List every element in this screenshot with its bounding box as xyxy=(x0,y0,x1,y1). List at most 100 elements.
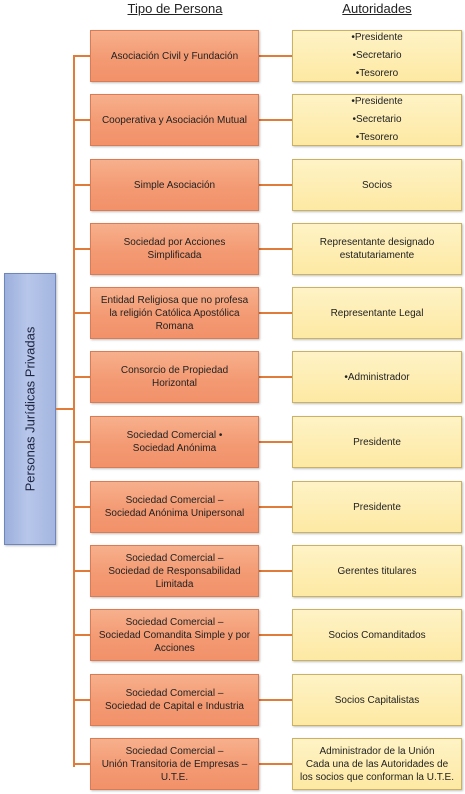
diagram-row: Sociedad Comercial – Sociedad de Capital … xyxy=(0,674,465,726)
autoridad-text: Representante designado xyxy=(319,237,435,248)
autoridad-text: Socios Capitalistas xyxy=(334,694,420,706)
autoridades-box: Socios Capitalistas xyxy=(292,674,462,726)
branch-connector xyxy=(73,119,90,121)
tipo-persona-text: la religión Católica Apostólica xyxy=(109,307,240,319)
branch-connector xyxy=(73,376,90,378)
tipo-persona-box: Asociación Civil y Fundación xyxy=(90,30,259,82)
root-node: Personas Jurídicas Privadas xyxy=(4,273,56,545)
tipo-persona-text: Consorcio de Propiedad xyxy=(120,365,229,376)
row-connector xyxy=(259,634,292,636)
tipo-persona-text: Entidad Religiosa que no profesa xyxy=(100,294,249,306)
tipo-persona-text: Sociedad Anónima xyxy=(132,443,217,454)
tipo-persona-box: Cooperativa y Asociación Mutual xyxy=(90,94,259,146)
autoridad-text: los socios que conforman la U.T.E. xyxy=(300,771,454,783)
tipo-persona-box: Sociedad Comercial • Sociedad Anónima xyxy=(90,416,259,468)
row-connector xyxy=(259,119,292,121)
autoridad-text: •Presidente xyxy=(351,32,403,43)
autoridad-text: Gerentes titulares xyxy=(337,565,417,577)
tipo-persona-text: Sociedad de Responsabilidad xyxy=(108,565,241,577)
branch-connector xyxy=(73,699,90,701)
diagram-row: Sociedad Comercial –Sociedad de Responsa… xyxy=(0,545,465,597)
diagram-row: Sociedad Comercial – Sociedad Anónima Uni… xyxy=(0,481,465,533)
autoridad-text: Representante Legal xyxy=(330,307,424,319)
autoridades-box: •Administrador xyxy=(292,351,462,403)
tipo-persona-box: Sociedad Comercial –Sociedad Comandita S… xyxy=(90,609,259,661)
tipo-persona-text: Sociedad Comercial – xyxy=(125,688,224,699)
autoridad-text: •Secretario xyxy=(352,50,402,61)
row-connector xyxy=(259,312,292,314)
tipo-persona-text: Romana xyxy=(155,320,194,332)
tipo-persona-text: Cooperativa y Asociación Mutual xyxy=(101,114,248,126)
branch-connector xyxy=(73,763,90,765)
tipo-persona-text: Acciones xyxy=(154,642,195,654)
autoridad-text: Administrador de la Unión xyxy=(319,745,435,757)
tipo-persona-box: Simple Asociación xyxy=(90,159,259,211)
tipo-persona-text: Unión Transitoria de Empresas – xyxy=(101,758,248,770)
autoridad-text: •Administrador xyxy=(344,371,410,383)
root-connector xyxy=(56,408,74,410)
row-connector xyxy=(259,699,292,701)
autoridad-text: Cada una de las Autoridades de xyxy=(305,758,449,770)
tipo-persona-text: Sociedad Anónima Unipersonal xyxy=(104,508,245,519)
autoridades-box: Presidente xyxy=(292,481,462,533)
autoridades-box: Representante Legal xyxy=(292,287,462,339)
autoridad-text: •Secretario xyxy=(352,114,402,125)
branch-connector xyxy=(73,570,90,572)
diagram-row: Sociedad Comercial • Sociedad Anónima Pres… xyxy=(0,416,465,468)
row-connector xyxy=(259,570,292,572)
tipo-persona-box: Sociedad Comercial – Sociedad Anónima Uni… xyxy=(90,481,259,533)
tipo-persona-text: Asociación Civil y Fundación xyxy=(110,50,239,62)
autoridades-box: Socios xyxy=(292,159,462,211)
autoridad-text: Socios Comanditados xyxy=(328,629,426,641)
tipo-persona-box: Sociedad Comercial –Sociedad de Responsa… xyxy=(90,545,259,597)
tipo-persona-text: Simplificada xyxy=(147,250,202,261)
diagram-row: Asociación Civil y Fundación•Presidente•… xyxy=(0,30,465,82)
autoridades-box: Representante designado estatutariamente xyxy=(292,223,462,275)
branch-connector xyxy=(73,55,90,57)
tipo-persona-text: Sociedad por Acciones xyxy=(123,237,226,248)
row-connector xyxy=(259,248,292,250)
tipo-persona-text: U.T.E. xyxy=(160,771,189,783)
autoridades-box: Socios Comanditados xyxy=(292,609,462,661)
branch-connector xyxy=(73,441,90,443)
column-header-autoridades: Autoridades xyxy=(342,1,412,16)
tipo-persona-text: Sociedad Comercial • xyxy=(126,430,223,441)
row-connector xyxy=(259,763,292,765)
tipo-persona-text: Limitada xyxy=(155,578,194,590)
branch-connector xyxy=(73,248,90,250)
row-connector xyxy=(259,184,292,186)
tipo-persona-text: Sociedad Comercial – xyxy=(125,495,224,506)
autoridades-box: Presidente xyxy=(292,416,462,468)
branch-connector xyxy=(73,184,90,186)
autoridad-text: •Tesorero xyxy=(355,68,399,79)
vertical-connector xyxy=(73,56,75,767)
column-header-tipo: Tipo de Persona xyxy=(127,1,223,16)
autoridades-box: •Presidente•Secretario•Tesorero xyxy=(292,94,462,146)
tipo-persona-text: Sociedad Comercial – xyxy=(125,616,224,628)
tipo-persona-box: Sociedad Comercial –Unión Transitoria de… xyxy=(90,738,259,790)
autoridad-text: estatutariamente xyxy=(339,250,415,261)
autoridades-box: Gerentes titulares xyxy=(292,545,462,597)
diagram-row: Sociedad Comercial –Sociedad Comandita S… xyxy=(0,609,465,661)
diagram-row: Simple Asociación Socios xyxy=(0,159,465,211)
row-connector xyxy=(259,55,292,57)
branch-connector xyxy=(73,506,90,508)
branch-connector xyxy=(73,634,90,636)
tipo-persona-text: Simple Asociación xyxy=(133,179,216,191)
autoridad-text: Presidente xyxy=(353,501,401,513)
diagram-row: Sociedad Comercial –Unión Transitoria de… xyxy=(0,738,465,790)
tipo-persona-text: Sociedad Comandita Simple y por xyxy=(98,629,251,641)
autoridad-text: •Presidente xyxy=(351,96,403,107)
tipo-persona-text: Sociedad Comercial – xyxy=(125,552,224,564)
row-connector xyxy=(259,506,292,508)
autoridad-text: Presidente xyxy=(353,436,401,448)
branch-connector xyxy=(73,312,90,314)
autoridades-box: •Presidente •Secretario •Tesorero xyxy=(292,30,462,82)
tipo-persona-text: Sociedad de Capital e Industria xyxy=(105,701,244,712)
